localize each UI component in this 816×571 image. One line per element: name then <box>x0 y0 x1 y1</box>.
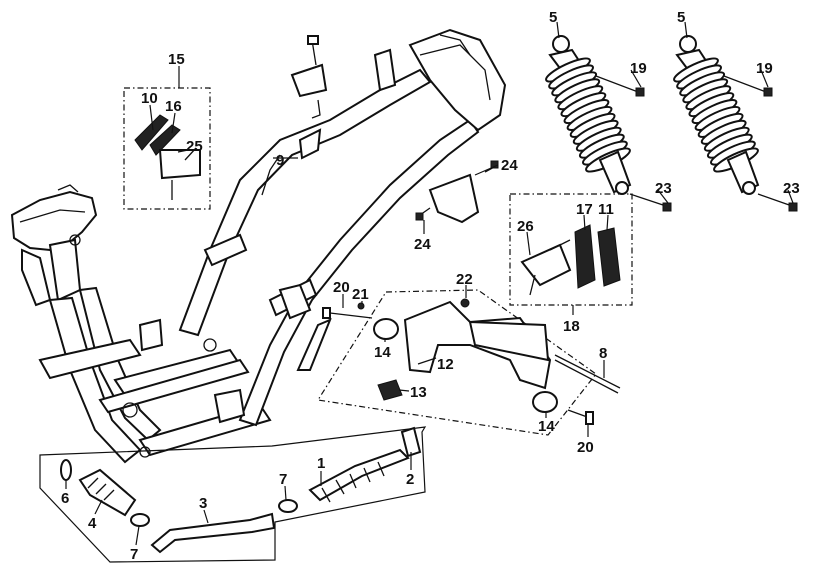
rear-shock-absorber-right <box>673 35 760 195</box>
leader-lines <box>65 21 794 546</box>
callout-3: 3 <box>199 495 207 512</box>
callout-12: 12 <box>437 356 454 373</box>
callout-4: 4 <box>88 515 97 532</box>
callout-8: 8 <box>599 345 607 362</box>
callout-18: 18 <box>563 318 580 335</box>
callout-20b: 20 <box>577 439 594 456</box>
callout-23a: 23 <box>655 180 672 197</box>
callout-1: 1 <box>317 455 325 472</box>
callout-19a: 19 <box>630 60 647 77</box>
callout-6: 6 <box>61 490 69 507</box>
rear-shock-absorber-left <box>545 35 632 195</box>
callout-17: 17 <box>576 201 593 218</box>
main-frame-part <box>10 28 507 464</box>
callout-20a: 20 <box>333 279 350 296</box>
lock-assembly-box-18 <box>509 193 633 306</box>
engine-hanger-assembly <box>317 289 621 436</box>
callout-21: 21 <box>352 286 369 303</box>
callout-25: 25 <box>186 138 203 155</box>
callout-7a: 7 <box>279 471 287 488</box>
callout-2: 2 <box>406 471 414 488</box>
seat-lock-assembly-box <box>123 87 211 210</box>
bracket-part-24 <box>415 160 499 224</box>
callout-19b: 19 <box>756 60 773 77</box>
callout-15: 15 <box>168 51 185 68</box>
callout-13: 13 <box>410 384 427 401</box>
callout-24b: 24 <box>414 236 431 253</box>
callout-11: 11 <box>598 201 614 218</box>
shock-bolts <box>595 75 798 212</box>
callout-10: 10 <box>141 90 158 107</box>
callout-14a: 14 <box>374 344 391 361</box>
callout-labels: 15 10 16 25 9 5 19 5 19 23 23 24 24 26 1… <box>61 9 800 563</box>
callout-26: 26 <box>517 218 534 235</box>
callout-5b: 5 <box>677 9 685 26</box>
callout-23b: 23 <box>783 180 800 197</box>
callout-5a: 5 <box>549 9 557 26</box>
callout-22: 22 <box>456 271 473 288</box>
callout-7b: 7 <box>130 546 138 563</box>
intake-duct-assembly <box>39 426 427 563</box>
callout-24a: 24 <box>501 157 518 174</box>
callout-14b: 14 <box>538 418 555 435</box>
callout-16: 16 <box>165 98 182 115</box>
callout-9: 9 <box>276 152 284 169</box>
